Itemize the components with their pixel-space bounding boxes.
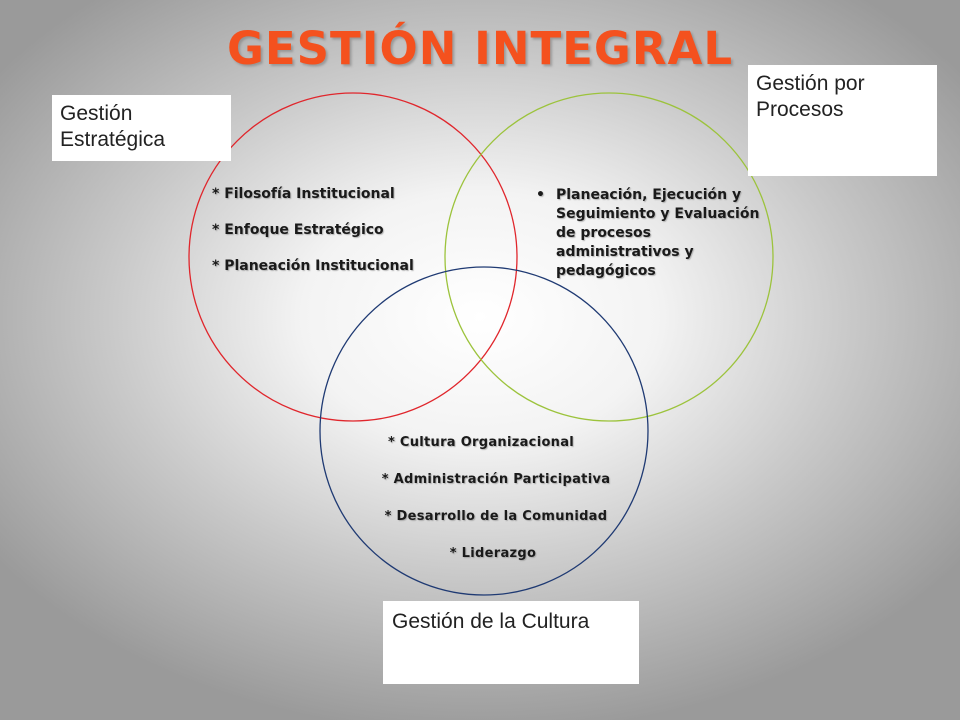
label-gestion-estrategica: Gestión Estratégica xyxy=(52,95,231,161)
cultura-item: * Liderazgo xyxy=(449,546,537,561)
estrategica-item: * Filosofía Institucional xyxy=(212,186,395,202)
procesos-list: • Planeación, Ejecución y Seguimiento y … xyxy=(536,186,766,281)
cultura-item: * Desarrollo de la Comunidad xyxy=(384,509,608,524)
diagram-title: GESTIÓN INTEGRAL xyxy=(226,22,734,75)
label-gestion-cultura: Gestión de la Cultura xyxy=(383,601,639,684)
label-gestion-cultura-text: Gestión de la Cultura xyxy=(392,610,590,633)
circle-gestion-cultura xyxy=(319,266,649,596)
bullet-icon: • xyxy=(536,187,545,203)
cultura-item: * Administración Participativa xyxy=(381,472,611,487)
cultura-list: * Cultura Organizacional * Administració… xyxy=(364,433,628,581)
circle-gestion-procesos xyxy=(444,92,774,422)
estrategica-list: * Filosofía Institucional * Enfoque Estr… xyxy=(212,184,414,292)
estrategica-item: * Enfoque Estratégico xyxy=(212,222,384,238)
cultura-item: * Cultura Organizacional xyxy=(387,435,575,450)
label-gestion-procesos-text: Gestión por Procesos xyxy=(756,72,865,121)
estrategica-item: * Planeación Institucional xyxy=(212,258,414,274)
label-gestion-procesos: Gestión por Procesos xyxy=(748,65,937,176)
procesos-item: Planeación, Ejecución y Seguimiento y Ev… xyxy=(556,187,760,279)
circle-gestion-estrategica xyxy=(188,92,518,422)
label-gestion-estrategica-text: Gestión Estratégica xyxy=(60,102,166,151)
